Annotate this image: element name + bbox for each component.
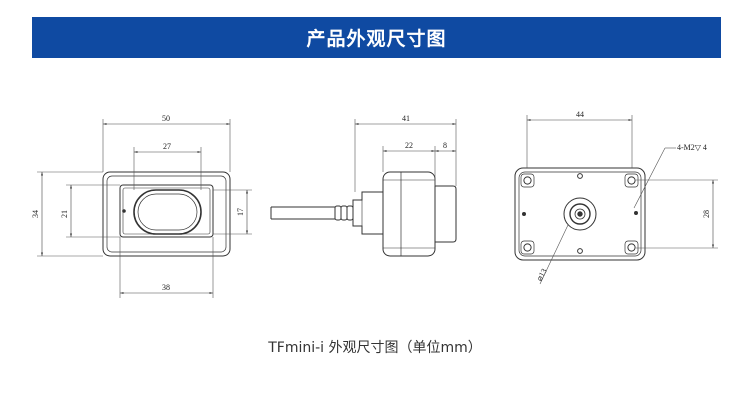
front-height-lens-label: 17 xyxy=(236,208,245,216)
back-center-hole xyxy=(563,197,597,231)
front-width-inner-label: 27 xyxy=(163,142,171,151)
back-pin-top xyxy=(577,173,583,179)
side-lens xyxy=(434,185,457,243)
side-length-body-label: 22 xyxy=(405,141,413,150)
back-dot-right xyxy=(634,211,638,215)
back-body-outer xyxy=(514,167,646,261)
front-width-bottom-label: 38 xyxy=(162,283,170,292)
side-length-total-label: 41 xyxy=(402,114,410,123)
front-lens-frame xyxy=(119,184,214,238)
front-body-outer xyxy=(102,171,231,257)
front-body-inner xyxy=(106,175,227,253)
front-lens-window xyxy=(133,189,202,235)
back-screw-label: 4-M2▽ 4 xyxy=(677,143,707,152)
back-pin-bottom xyxy=(577,248,583,254)
banner-title: 产品外观尺寸图 xyxy=(306,28,447,50)
side-cable-rib-3 xyxy=(346,205,354,221)
front-height-outer-label: 34 xyxy=(31,210,40,218)
back-corner-screws xyxy=(520,173,639,255)
front-view xyxy=(37,119,252,298)
side-cable-rib-1 xyxy=(334,205,342,221)
side-cable-rib-2 xyxy=(340,205,348,221)
back-center-ring xyxy=(569,203,591,225)
side-view xyxy=(270,119,457,257)
header-banner: 产品外观尺寸图 xyxy=(32,17,721,58)
side-connector xyxy=(352,191,384,235)
front-height-inner-label: 21 xyxy=(60,210,69,218)
side-body xyxy=(382,171,436,257)
front-width-outer-label: 50 xyxy=(162,114,170,123)
front-lens-glass xyxy=(137,193,198,231)
back-height-label: 28 xyxy=(702,210,711,218)
front-indicator-dot xyxy=(122,209,126,213)
back-dot-left xyxy=(522,212,526,216)
back-width-label: 44 xyxy=(576,110,584,119)
figure-caption: TFmini-i 外观尺寸图（单位mm） xyxy=(268,340,482,356)
back-view xyxy=(514,115,718,285)
side-length-connector-label: 8 xyxy=(443,141,447,150)
back-body-inner xyxy=(518,171,642,257)
